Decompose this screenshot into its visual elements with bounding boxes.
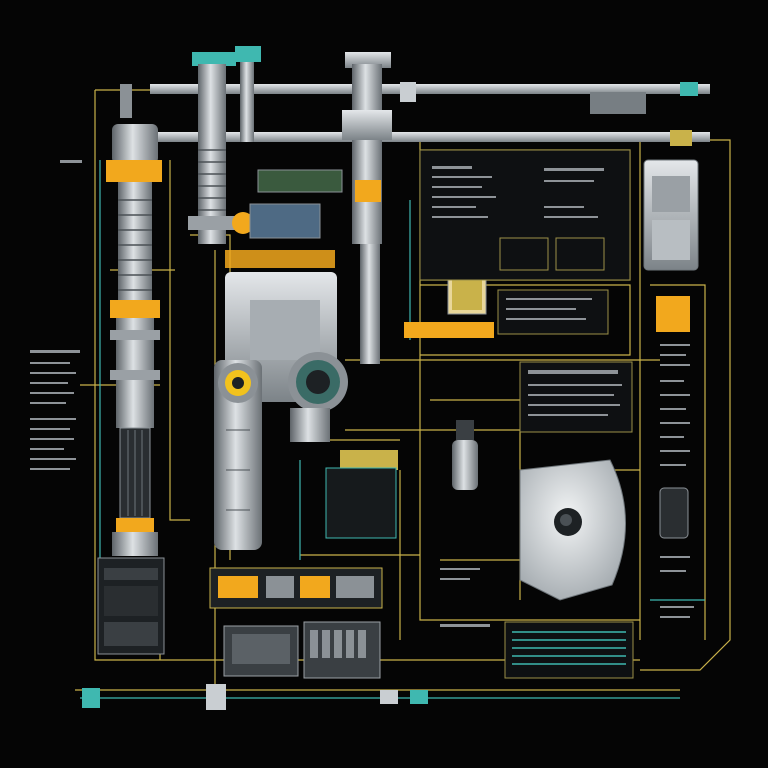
right-vertical-pipe — [342, 64, 494, 364]
vent-grille — [512, 631, 626, 665]
control-box-top-right — [643, 159, 699, 539]
center-vertical-pipe — [188, 64, 343, 268]
battery-module-right — [303, 621, 381, 679]
middle-components — [325, 257, 487, 539]
battery-module-left — [223, 625, 299, 677]
control-unit-left — [97, 557, 165, 655]
left-column — [106, 124, 162, 556]
annotation-blocks — [30, 160, 694, 627]
cylinder-tank — [214, 360, 262, 550]
bottom-module-row — [209, 567, 383, 609]
turbine-disc — [519, 459, 626, 601]
bottom-rail — [82, 684, 428, 710]
